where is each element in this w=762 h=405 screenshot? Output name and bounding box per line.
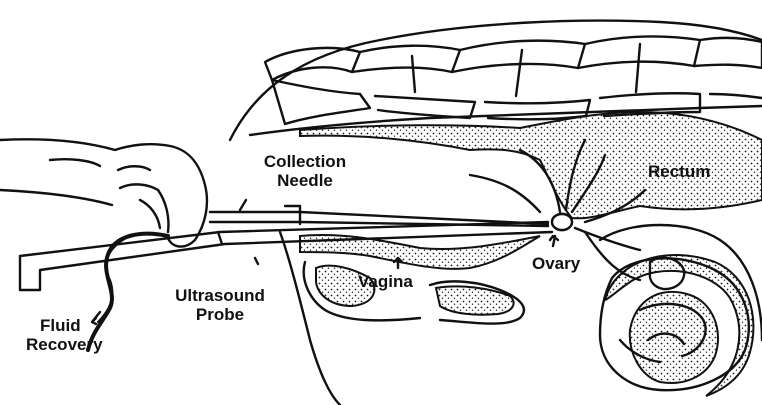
ovary-label: Ovary xyxy=(532,254,580,273)
hand xyxy=(0,139,207,246)
fluid-recovery-label-line1: Fluid xyxy=(26,316,103,335)
collection-needle-label-line1: Collection xyxy=(245,152,365,171)
fetal-region xyxy=(630,292,718,383)
ultrasound-probe-label-line2: Probe xyxy=(150,305,290,324)
rectum-label: Rectum xyxy=(648,162,710,181)
vagina-label: Vagina xyxy=(358,272,413,291)
ultrasound-probe-label: Ultrasound Probe xyxy=(150,286,290,324)
fluid-recovery-label-line2: Recovery xyxy=(26,335,103,354)
fluid-recovery-label: Fluid Recovery xyxy=(26,316,103,354)
collection-needle-label-line2: Needle xyxy=(245,171,365,190)
collection-needle-label: Collection Needle xyxy=(245,152,365,190)
vaginal-wall xyxy=(300,235,540,269)
ultrasound-probe-label-line1: Ultrasound xyxy=(150,286,290,305)
collection-needle xyxy=(210,200,548,224)
